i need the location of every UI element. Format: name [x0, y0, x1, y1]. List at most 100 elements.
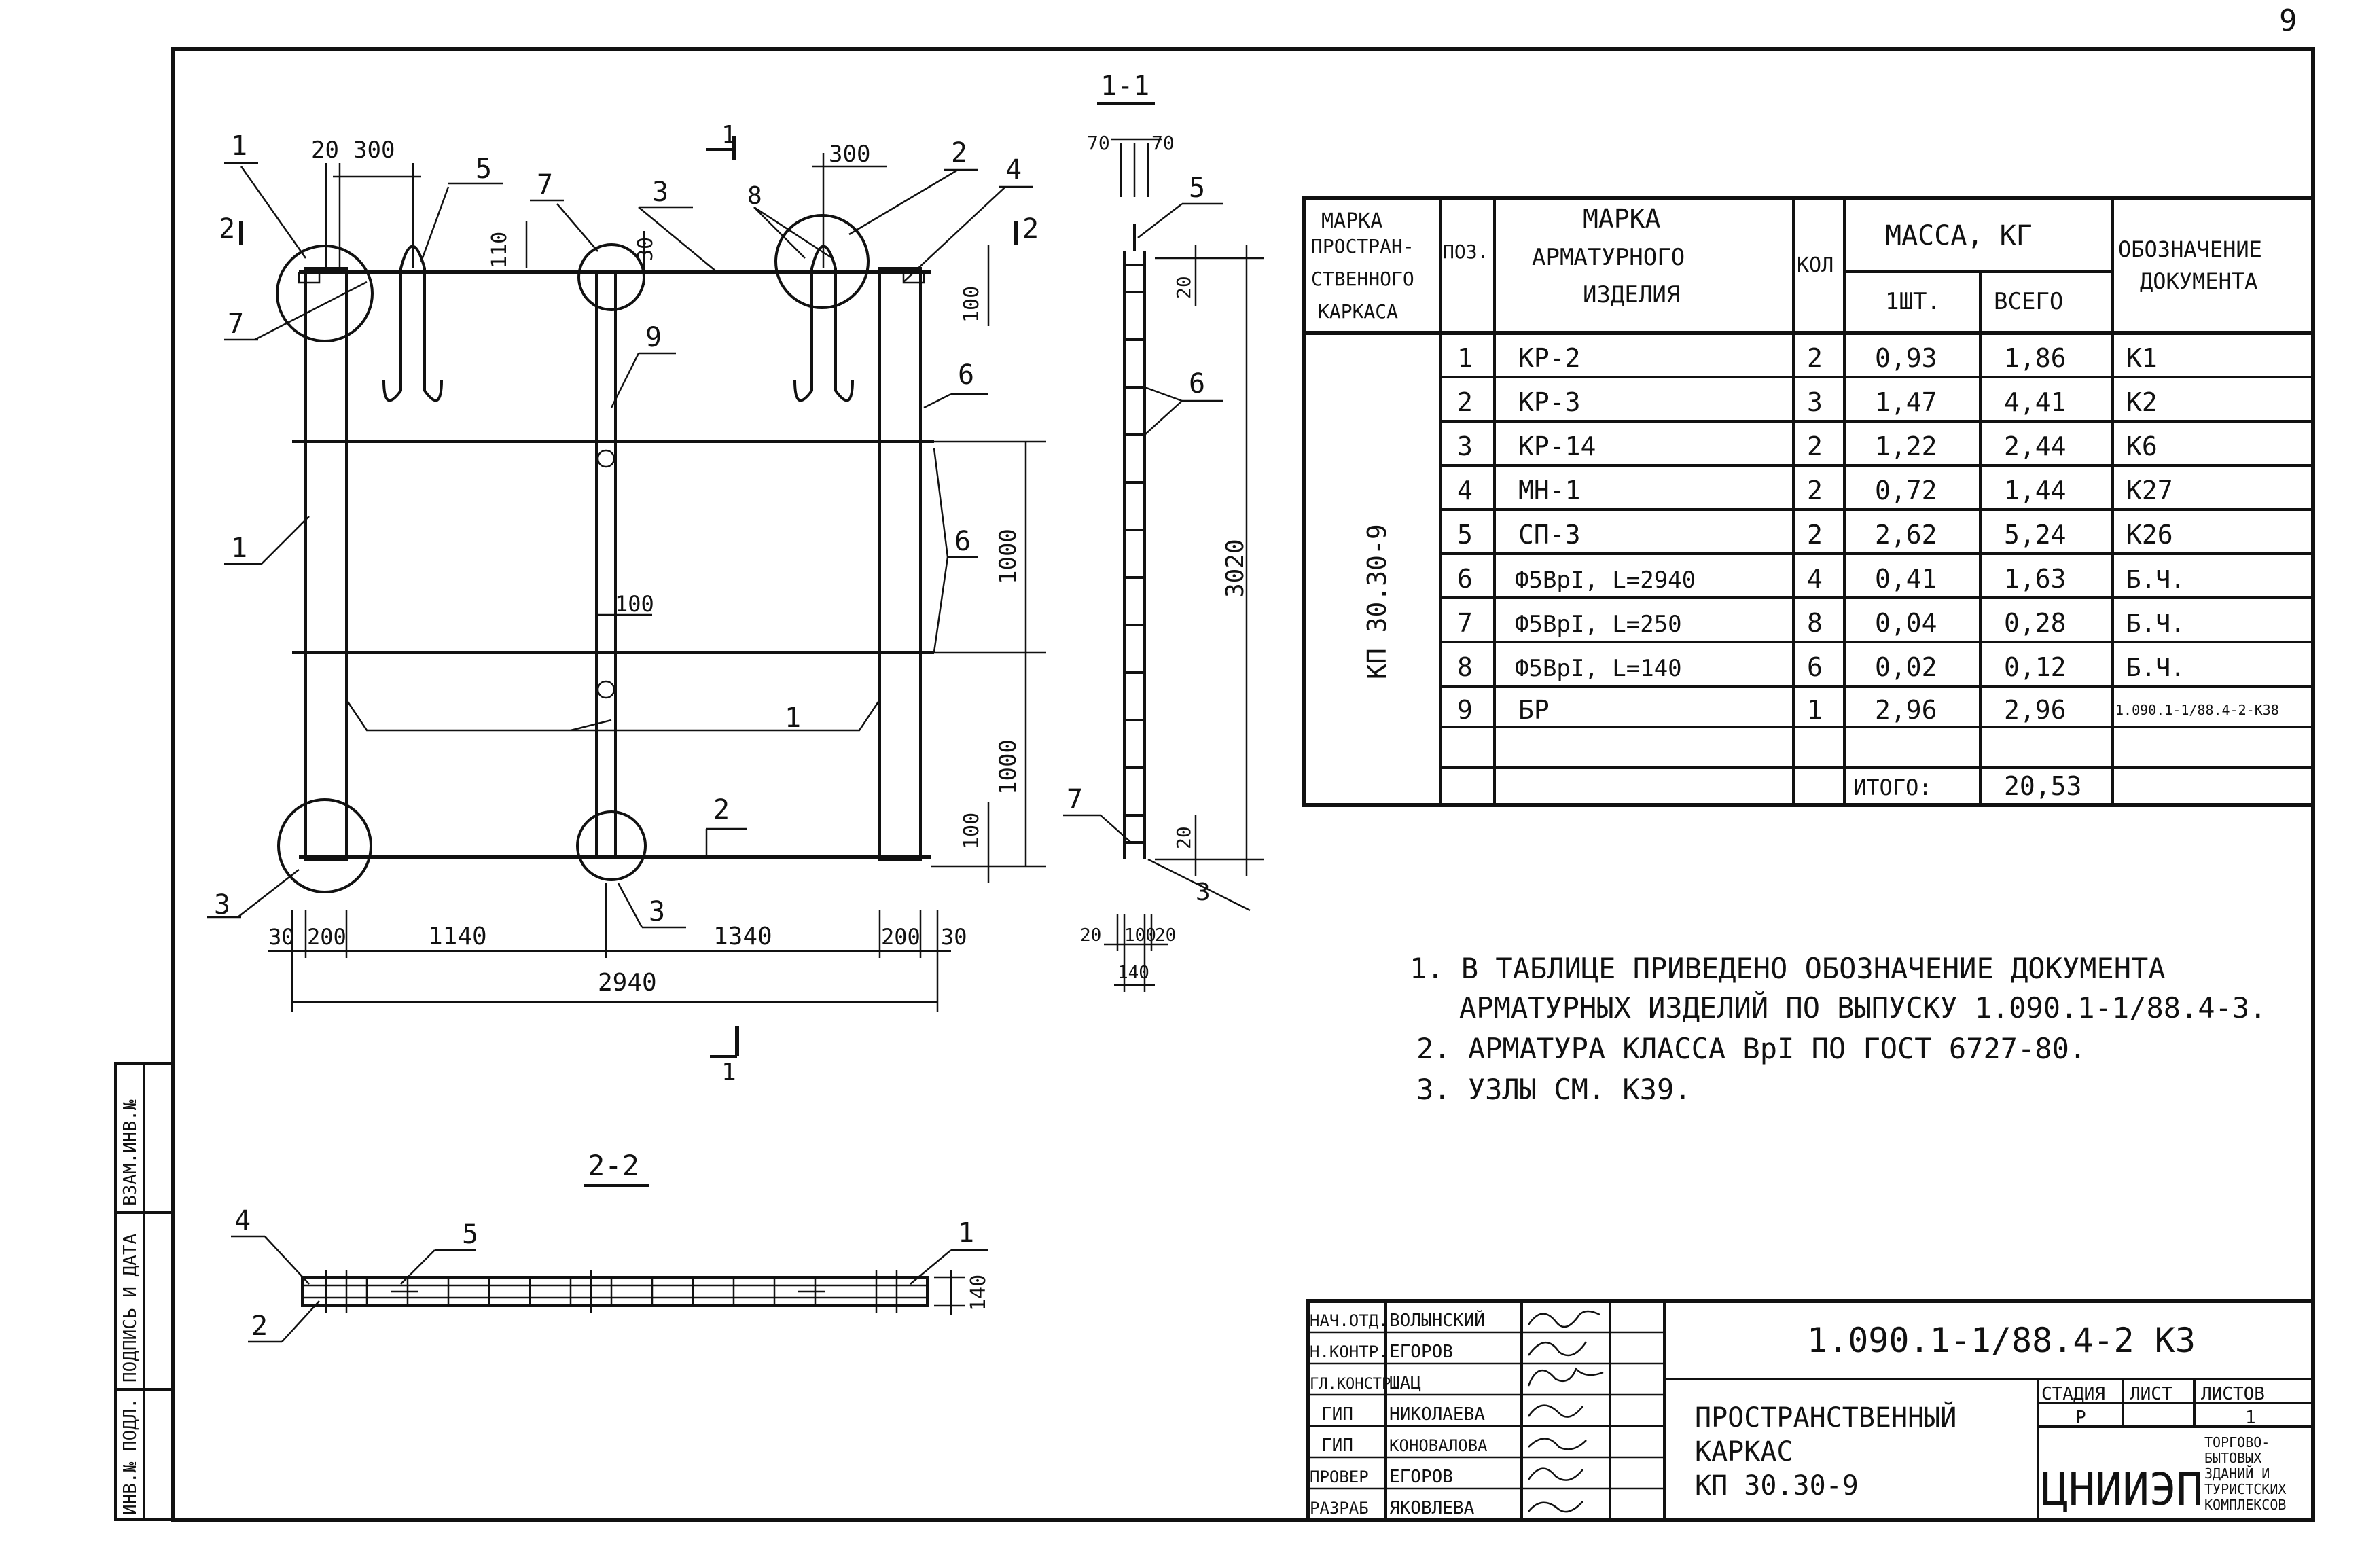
callout-5: 5: [476, 154, 492, 185]
row-5-doc: К26: [2126, 520, 2173, 550]
notes: 1. В ТАБЛИЦЕ ПРИВЕДЕНО ОБОЗНАЧЕНИЕ ДОКУМ…: [1410, 952, 2266, 1106]
row-2-m1: 1,47: [1875, 387, 1937, 417]
spec-table: МАРКА ПРОСТРАН- СТВЕННОГО КАРКАСА ПОЗ. М…: [1302, 196, 2315, 807]
side-dim-b100: 100: [1124, 925, 1156, 946]
tb-role-2: Н.КОНТР.: [1310, 1342, 1389, 1361]
row-4-mark: МН-1: [1518, 476, 1581, 505]
side-dim-b20-left: 20: [1080, 925, 1101, 946]
tb-name-5: КОНОВАЛОВА: [1389, 1436, 1488, 1455]
callout-7-top: 7: [537, 169, 553, 200]
plan-node-circle-1: [276, 245, 374, 342]
row-8-doc: Б.Ч.: [2126, 654, 2185, 682]
row-7-mark: Ф5ВрI, L=250: [1515, 611, 1682, 638]
side-stamp: ИНВ.№ ПОДЛ. ПОДПИСЬ И ДАТА ВЗАМ.ИНВ.№: [114, 1062, 175, 1521]
callout-1: 1: [231, 130, 247, 162]
callout-8: 8: [747, 182, 762, 210]
row-5-mall: 5,24: [2004, 520, 2066, 550]
callout-1-right: 6: [958, 359, 974, 391]
stamp-inv-podl: ИНВ.№ ПОДЛ.: [120, 1398, 141, 1515]
tb-stage: Р: [2075, 1408, 2086, 1428]
plan-node-circle-8: [774, 214, 870, 309]
svg-text:2: 2: [1022, 213, 1039, 245]
row-2-pos: 2: [1457, 387, 1473, 417]
row-4-doc: К27: [2126, 476, 2173, 505]
row-7-pos: 7: [1457, 608, 1473, 638]
dim-b30-left: 30: [268, 924, 295, 950]
tb-name-1: ВОЛЫНСКИЙ: [1389, 1309, 1485, 1331]
row-2-mark: КР-3: [1518, 387, 1581, 417]
signature: [1528, 1501, 1583, 1513]
s22-callout-5: 5: [462, 1219, 478, 1250]
tb-role-3: ГЛ.КОНСТР.: [1310, 1376, 1399, 1393]
tb-name-7: ЯКОВЛЕВА: [1389, 1498, 1475, 1518]
row-8-mark: Ф5ВрI, L=140: [1515, 655, 1682, 682]
tb-title-1: ПРОСТРАНСТВЕННЫЙ: [1695, 1401, 1956, 1433]
row-8-mall: 0,12: [2004, 652, 2066, 682]
th-massa-1sht: 1ШТ.: [1885, 288, 1941, 315]
row-3-doc: К6: [2126, 431, 2158, 461]
th-marka-arm-1: МАРКА: [1583, 204, 1661, 234]
signature: [1527, 1404, 1583, 1418]
tb-org-1: ТОРГОВО-: [2204, 1434, 2270, 1450]
row-3-pos: 3: [1457, 431, 1473, 461]
row-3-mark: КР-14: [1518, 431, 1596, 461]
dim-b200-right: 200: [881, 924, 920, 950]
tb-org-2: БЫТОВЫХ: [2204, 1450, 2261, 1466]
note-3: 3. УЗЛЫ СМ. К39.: [1416, 1073, 1692, 1106]
section-2-2-bar: [301, 1276, 929, 1307]
plan-bar-2: [345, 699, 881, 732]
row-6-mall: 1,63: [2004, 564, 2066, 594]
plan-central-post: [595, 270, 617, 859]
dim-100-top: 100: [960, 286, 984, 323]
section-2-2-title: 2-2: [588, 1149, 639, 1182]
side-callout-5: 5: [1189, 173, 1205, 204]
th-marka-prostr-1: МАРКА: [1321, 209, 1382, 233]
stamp-podpis: ПОДПИСЬ И ДАТА: [120, 1234, 141, 1383]
row-6-doc: Б.Ч.: [2126, 566, 2185, 594]
cut-mark-1-bottom: 1: [710, 1026, 739, 1086]
row-1-mark: КР-2: [1518, 343, 1581, 373]
callout-3-mid: 2: [713, 794, 730, 825]
row-2-mall: 4,41: [2004, 387, 2066, 417]
row-2-doc: К2: [2126, 387, 2158, 417]
side-callout-3: 3: [1196, 878, 1211, 906]
tb-stage-h: СТАДИЯ: [2041, 1384, 2105, 1404]
svg-text:1: 1: [721, 1058, 736, 1086]
side-dim-20-bottom: 20: [1173, 826, 1195, 849]
tb-role-1: НАЧ.ОТД.: [1310, 1311, 1389, 1330]
th-massa-all: ВСЕГО: [1994, 288, 2063, 315]
tb-org-logo: ЦНИИЭП: [2041, 1463, 2203, 1516]
row-7-doc: Б.Ч.: [2126, 610, 2185, 638]
row-6-pos: 6: [1457, 564, 1473, 594]
signature: [1528, 1438, 1587, 1450]
row-4-m1: 0,72: [1875, 476, 1937, 505]
side-callout-6: 6: [1189, 368, 1205, 399]
row-3-mall: 2,44: [2004, 431, 2066, 461]
side-dim-70-right: 70: [1151, 132, 1175, 154]
row-3-m1: 1,22: [1875, 431, 1937, 461]
dim-100-bottom: 100: [960, 813, 984, 849]
section-1-1-title: 1-1: [1101, 71, 1149, 102]
row-2-qty: 3: [1807, 387, 1823, 417]
side-dim-b140: 140: [1117, 963, 1149, 983]
callout-6-bottom: 3: [649, 896, 665, 927]
dim-b2940: 2940: [598, 969, 657, 997]
th-kol: КОЛ: [1797, 253, 1833, 277]
tb-org-4: ТУРИСТСКИХ: [2204, 1481, 2286, 1497]
th-marka-prostr-2: ПРОСТРАН-: [1311, 235, 1414, 257]
row-6-qty: 4: [1807, 564, 1823, 594]
row-9-m1: 2,96: [1875, 695, 1937, 725]
row-9-qty: 1: [1807, 695, 1823, 725]
th-marka-prostr-3: СТВЕННОГО: [1311, 268, 1414, 290]
note-1-cont: АРМАТУРНЫХ ИЗДЕЛИЙ ПО ВЫПУСКУ 1.090.1-1/…: [1459, 991, 2266, 1024]
tb-name-3: ШАЦ: [1389, 1373, 1421, 1393]
cut-mark-2-left: 2: [219, 213, 243, 245]
frame-mark-vertical: КП 30.30-9: [1362, 524, 1392, 679]
signature: [1527, 1467, 1583, 1481]
tb-role-5: ГИП: [1321, 1436, 1353, 1456]
callout-9: 9: [645, 322, 662, 353]
tb-role-4: ГИП: [1321, 1404, 1353, 1425]
dim-300-right: 300: [829, 141, 870, 168]
th-marka-arm-3: ИЗДЕЛИЯ: [1583, 281, 1680, 308]
row-6-mark: Ф5ВрI, L=2940: [1515, 567, 1696, 594]
